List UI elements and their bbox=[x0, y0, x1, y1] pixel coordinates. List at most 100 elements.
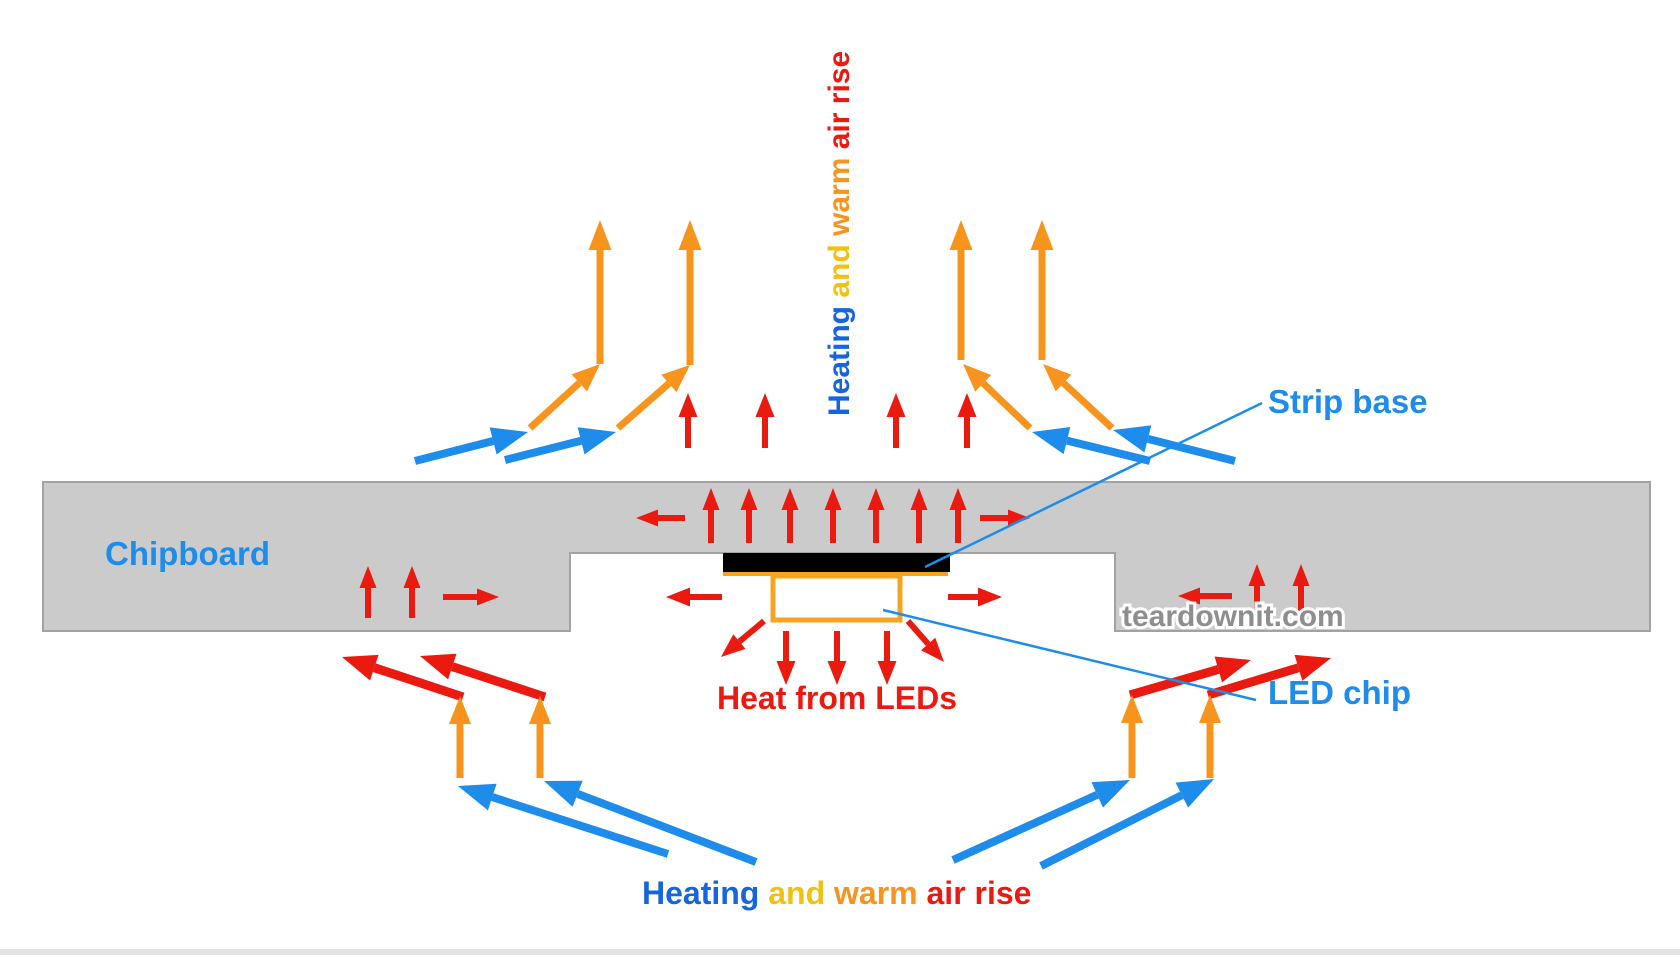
top-left-warm-air-orange-rise-arrow-head bbox=[678, 220, 702, 250]
bottom-left-warming-air-orange-arrow bbox=[449, 696, 471, 778]
top-center-hot-air-red-arrow bbox=[886, 393, 906, 448]
top-right-warm-air-orange-diagonal-arrow-shaft bbox=[980, 380, 1033, 431]
board-right-heat-red-arrow-head bbox=[1178, 587, 1200, 605]
chipboard-shape bbox=[42, 481, 1651, 632]
top-left-warm-air-orange-diagonal-arrow-head bbox=[661, 365, 690, 393]
led-heat-radiate-red-arrow-head bbox=[721, 634, 746, 657]
bottom-left-cool-air-blue-arrow bbox=[458, 783, 670, 858]
top-center-hot-air-red-arrow-head bbox=[678, 393, 698, 417]
board-heat-above-strip-red-arrow-head bbox=[824, 488, 842, 510]
bottom-right-warming-air-orange-arrow-head bbox=[1199, 695, 1221, 723]
top-left-warm-air-orange-rise-arrow bbox=[678, 220, 702, 365]
board-right-heat-red-arrow bbox=[1248, 564, 1266, 615]
board-left-heat-red-arrow bbox=[443, 588, 499, 606]
led-heat-radiate-red-arrow bbox=[666, 587, 722, 607]
bottom-right-warming-air-orange-arrow bbox=[1121, 695, 1143, 778]
led-heat-radiate-red-arrow-head bbox=[921, 637, 944, 662]
led-heat-radiate-red-arrow-shaft bbox=[905, 619, 931, 646]
bottom-right-heated-air-red-arrow-head bbox=[1214, 656, 1251, 683]
board-heat-above-strip-red-arrow-head bbox=[910, 488, 928, 510]
bottom-right-cool-air-blue-arrow-head bbox=[1175, 779, 1214, 808]
top-right-warm-air-orange-diagonal-arrow bbox=[1043, 364, 1115, 431]
led-heat-radiate-red-arrow-head bbox=[978, 587, 1002, 607]
board-heat-above-strip-red-arrow bbox=[980, 509, 1030, 527]
board-left-heat-red-arrow-head bbox=[403, 566, 421, 588]
bottom-right-heated-air-red-arrow-shaft bbox=[1128, 665, 1220, 700]
board-heat-above-strip-red-arrow bbox=[910, 488, 928, 543]
board-heat-above-strip-red-arrow-head bbox=[740, 488, 758, 510]
top-center-hot-air-red-arrow bbox=[755, 393, 775, 448]
led-heat-radiate-red-arrow-head bbox=[666, 587, 690, 607]
bottom-right-heated-air-red-arrow bbox=[1128, 656, 1251, 700]
board-heat-above-strip-red-arrow bbox=[781, 488, 799, 543]
board-right-heat-red-arrow bbox=[1178, 587, 1232, 605]
board-left-heat-red-arrow-head bbox=[359, 566, 377, 588]
watermark: teardownit.com bbox=[1122, 600, 1344, 633]
bottom-left-cool-air-blue-arrow-shaft bbox=[576, 790, 758, 866]
bottom-right-cool-air-blue-arrow-shaft bbox=[951, 791, 1099, 864]
board-heat-above-strip-red-arrow-head bbox=[636, 509, 658, 527]
top-left-warm-air-orange-diagonal-arrow-shaft bbox=[615, 380, 672, 431]
bottom-right-cool-air-blue-arrow bbox=[951, 780, 1130, 864]
top-center-hot-air-red-arrow bbox=[678, 393, 698, 448]
board-heat-above-strip-red-arrow bbox=[949, 488, 967, 543]
rise-label-bottom-span: Heating bbox=[642, 875, 768, 911]
top-right-warm-air-orange-diagonal-arrow-shaft bbox=[1061, 380, 1115, 431]
rise-label-vertical-span: warm bbox=[823, 149, 856, 237]
bottom-left-cool-air-blue-arrow bbox=[544, 780, 758, 866]
board-right-heat-red-arrow bbox=[1292, 564, 1310, 615]
board-heat-above-strip-red-arrow bbox=[702, 488, 720, 543]
board-left-heat-red-arrow-head bbox=[477, 588, 499, 606]
bottom-left-warming-air-orange-arrow bbox=[529, 696, 551, 778]
top-left-warm-air-orange-diagonal-arrow bbox=[527, 364, 600, 431]
strip-base-label: Strip base bbox=[1268, 383, 1428, 420]
bottom-left-heated-air-red-arrow-shaft bbox=[372, 663, 465, 702]
top-right-warm-air-orange-rise-arrow-head bbox=[949, 220, 973, 250]
board-heat-above-strip-red-arrow-head bbox=[702, 488, 720, 510]
top-right-warm-air-orange-diagonal-arrow bbox=[963, 364, 1033, 431]
top-left-warm-air-orange-rise-arrow bbox=[588, 220, 612, 364]
top-center-hot-air-red-arrow-head bbox=[755, 393, 775, 417]
bottom-right-cool-air-blue-arrow-shaft bbox=[1039, 791, 1184, 870]
top-right-warm-air-orange-rise-arrow-head bbox=[1030, 220, 1054, 250]
chipboard-label: Chipboard bbox=[105, 535, 270, 572]
top-left-warm-air-orange-diagonal-arrow-head bbox=[571, 364, 600, 392]
bottom-right-heated-air-red-arrow-head bbox=[1294, 654, 1331, 681]
led-heat-radiate-red-arrow bbox=[827, 631, 847, 685]
bottom-right-warming-air-orange-arrow bbox=[1199, 695, 1221, 778]
top-center-hot-air-red-arrow-head bbox=[886, 393, 906, 417]
led-chip-label: LED chip bbox=[1268, 674, 1411, 711]
bottom-right-heated-air-red-arrow bbox=[1206, 654, 1331, 700]
top-right-cool-air-blue-arrow bbox=[1032, 426, 1151, 465]
bottom-edge-bar bbox=[0, 949, 1680, 955]
board-right-heat-red-arrow-head bbox=[1292, 564, 1310, 586]
bottom-left-heated-air-red-arrow bbox=[342, 654, 465, 702]
led-heat-radiate-red-arrow bbox=[721, 618, 766, 657]
top-left-cool-air-blue-arrow-head bbox=[489, 427, 528, 455]
bottom-right-cool-air-blue-arrow-head bbox=[1091, 780, 1130, 808]
top-left-cool-air-blue-arrow bbox=[504, 427, 616, 464]
board-heat-above-strip-red-arrow-head bbox=[867, 488, 885, 510]
top-right-warm-air-orange-rise-arrow bbox=[1030, 220, 1054, 360]
board-heat-above-strip-red-arrow-head bbox=[1008, 509, 1030, 527]
board-heat-above-strip-red-arrow-head bbox=[781, 488, 799, 510]
bottom-right-heated-air-red-arrow-shaft bbox=[1206, 663, 1300, 700]
bottom-left-heated-air-red-arrow bbox=[420, 653, 547, 702]
top-right-cool-air-blue-arrow-head bbox=[1113, 425, 1152, 453]
board-left-heat-red-arrow bbox=[403, 566, 421, 618]
led-heat-radiate-red-arrow bbox=[877, 631, 897, 685]
rise-label-bottom-span: warm bbox=[833, 875, 926, 911]
top-right-warm-air-orange-rise-arrow bbox=[949, 220, 973, 360]
top-right-cool-air-blue-arrow-head bbox=[1032, 426, 1071, 455]
top-center-hot-air-red-arrow-head bbox=[957, 393, 977, 417]
top-right-cool-air-blue-arrow-shaft bbox=[1146, 434, 1236, 465]
bottom-left-cool-air-blue-arrow-head bbox=[458, 783, 497, 811]
board-heat-above-strip-red-arrow-head bbox=[949, 488, 967, 510]
top-right-cool-air-blue-arrow-shaft bbox=[1066, 436, 1151, 465]
rise-label-bottom: Heating and warm air rise bbox=[642, 875, 1031, 911]
rise-label-vertical-span: air rise bbox=[823, 51, 856, 149]
rise-label-bottom-span: and bbox=[768, 875, 834, 911]
led-heat-radiate-red-arrow-shaft bbox=[737, 618, 766, 644]
heat-from-leds-label: Heat from LEDs bbox=[717, 680, 957, 716]
